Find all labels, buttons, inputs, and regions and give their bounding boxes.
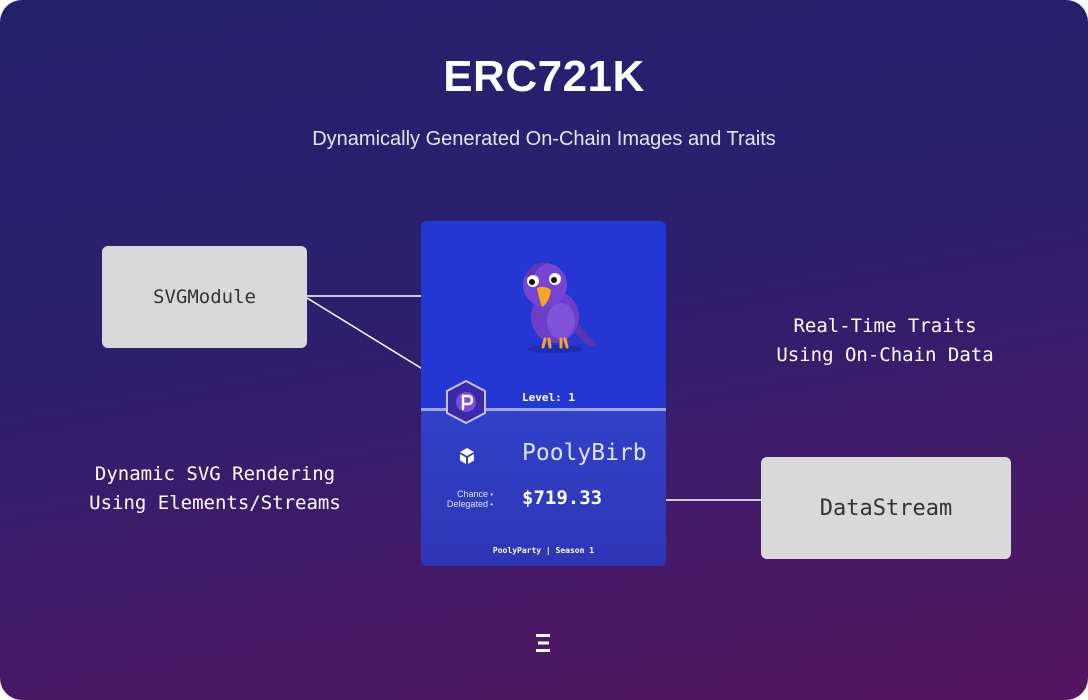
caption-line: Dynamic SVG Rendering <box>94 463 336 485</box>
delegated-value: $719.33 <box>522 487 603 509</box>
level-label: Level: 1 <box>522 391 575 404</box>
token-name: PoolyBirb <box>522 440 647 466</box>
hexagon-badge-icon <box>446 379 486 425</box>
realtime-traits-caption: Real-Time Traits Using On-Chain Data <box>730 312 1040 370</box>
page-title: ERC721K <box>443 52 645 101</box>
brand-logo-icon <box>536 634 550 652</box>
card-footer: PoolyParty | Season 1 <box>492 546 595 555</box>
caption-line: Real-Time Traits <box>793 315 977 337</box>
dynamic-svg-caption: Dynamic SVG Rendering Using Elements/Str… <box>50 460 380 518</box>
cube-icon <box>460 448 474 464</box>
svg-module-box: SVGModule <box>102 246 307 348</box>
caption-line: Using Elements/Streams <box>89 492 341 514</box>
nft-card: Level: 1 PoolyBirb Chance Delegated $719… <box>421 221 666 566</box>
card-divider <box>421 408 666 411</box>
data-stream-box: DataStream <box>761 457 1011 559</box>
stat-label-chance: Chance <box>457 489 493 500</box>
parrot-icon <box>523 262 597 353</box>
stat-label-delegated: Delegated <box>447 499 493 510</box>
svg-module-label: SVGModule <box>153 286 256 308</box>
caption-line: Using On-Chain Data <box>776 344 994 366</box>
data-stream-label: DataStream <box>819 495 953 521</box>
page-subtitle: Dynamically Generated On-Chain Images an… <box>312 128 776 150</box>
